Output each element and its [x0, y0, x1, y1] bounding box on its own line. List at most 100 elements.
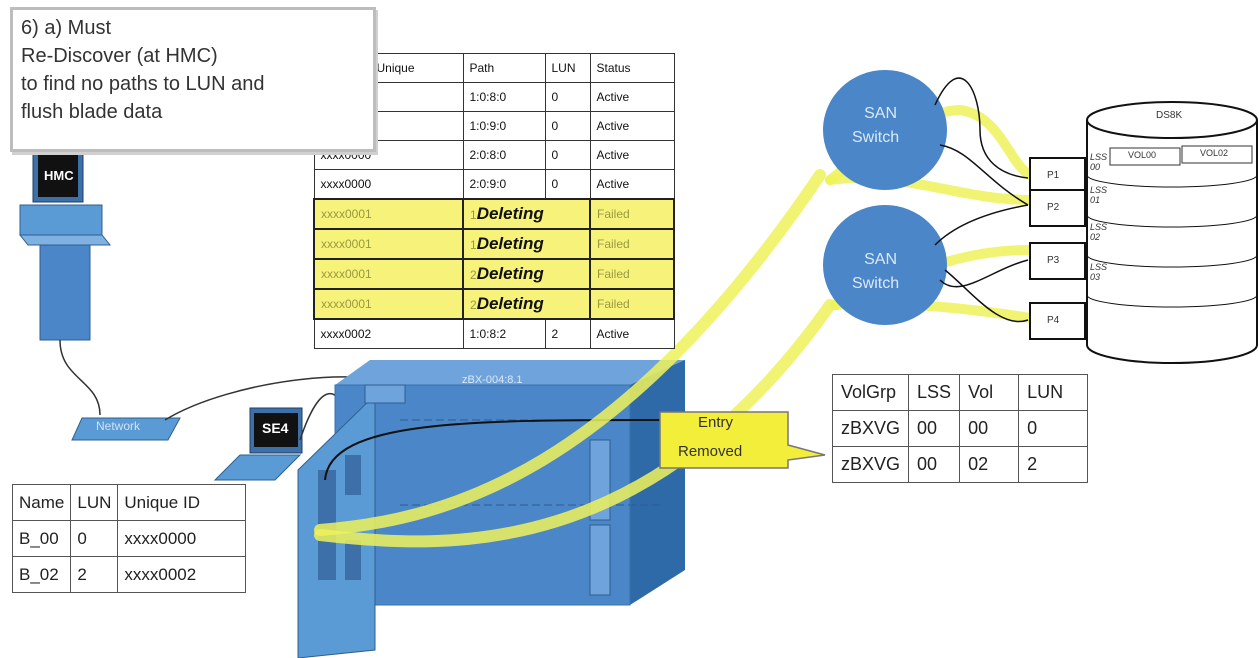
table-cell: xxxx0000	[117, 520, 247, 557]
table-cell: xxxx0002	[117, 556, 247, 593]
status-cell: Active	[589, 111, 675, 141]
lun-cell: 0	[544, 140, 591, 170]
se4-label: SE4	[262, 420, 289, 436]
table-cell: 0	[1018, 410, 1089, 447]
table-row-failed: xxxx0001 2Deleting Failed	[313, 258, 675, 290]
network-switch-icon	[71, 417, 181, 441]
path-text: 1	[470, 208, 477, 222]
status-cell: Active	[589, 82, 675, 112]
path-text: 2	[470, 268, 477, 282]
network-label: Network	[96, 419, 141, 433]
status-cell: Failed	[589, 288, 675, 320]
header-cell: LSS	[908, 374, 961, 411]
se4-laptop-icon	[213, 407, 303, 481]
status-cell: Failed	[589, 198, 675, 230]
table-cell: 00	[959, 410, 1020, 447]
table-cell: 00	[908, 446, 961, 483]
lss-label: LSS 00	[1090, 152, 1108, 172]
hmc-workstation-icon	[18, 149, 112, 341]
san-label-line: Switch	[852, 129, 900, 146]
port-label: P1	[1047, 170, 1060, 181]
unique-cell: xxxx0001	[313, 258, 464, 290]
deleting-label: Deleting	[476, 204, 544, 223]
unique-cell: xxxx0001	[313, 288, 464, 320]
table-cell: 2	[70, 556, 119, 593]
lss-label: LSS 03	[1090, 262, 1108, 282]
port-label: P3	[1047, 255, 1060, 266]
status-cell: Active	[589, 318, 675, 349]
table-header-row: VolGrp LSS Vol LUN	[831, 374, 1089, 411]
deleting-label: Deleting	[476, 264, 544, 283]
lun-cell: 0	[544, 111, 591, 141]
table-cell: 02	[959, 446, 1020, 483]
status-cell: Failed	[589, 228, 675, 260]
path-cell: 1:0:9:0	[462, 111, 546, 141]
table-row-failed: xxxx0001 2Deleting Failed	[313, 288, 675, 320]
callout-line: 6) a) Must	[21, 17, 112, 39]
san-switch-1-icon	[823, 70, 947, 190]
header-cell: Status	[589, 53, 675, 83]
table-cell: 0	[70, 520, 119, 557]
vol00-label: VOL00	[1128, 150, 1157, 160]
lun-cell: 0	[544, 82, 591, 112]
entry-removed-line2: Removed	[678, 443, 743, 460]
table-cell: 00	[908, 410, 961, 447]
san-label-line: SAN	[864, 251, 898, 268]
san-switch-2-label: SAN Switch	[852, 248, 899, 296]
status-cell: Active	[589, 140, 675, 170]
table-row: zBXVG 00 00 0	[831, 410, 1089, 447]
unique-cell: xxxx0000	[313, 169, 464, 200]
path-cell: 2Deleting	[462, 288, 591, 320]
san-switch-1-label: SAN Switch	[852, 102, 899, 150]
path-cell: 2:0:8:0	[462, 140, 546, 170]
header-cell: LUN	[70, 484, 119, 521]
status-cell: Active	[589, 169, 675, 200]
table-cell: zBXVG	[831, 446, 910, 483]
entry-removed-callout	[659, 411, 826, 469]
path-text: 1	[470, 238, 477, 252]
unique-cell: xxxx0001	[313, 228, 464, 260]
callout-line: to find no paths to LUN and	[21, 73, 265, 95]
table-row: B_02 2 xxxx0002	[11, 556, 247, 593]
san-switch-2-icon	[823, 205, 947, 325]
port-label: P4	[1047, 315, 1060, 326]
lun-cell: 2	[544, 318, 591, 349]
status-cell: Failed	[589, 258, 675, 290]
path-cell: 2Deleting	[462, 258, 591, 290]
path-cell: 1:0:8:0	[462, 82, 546, 112]
table-row: xxxx0000 2:0:9:0 0 Active	[313, 169, 675, 200]
callout-line: flush blade data	[21, 101, 163, 123]
header-cell: Vol	[959, 374, 1020, 411]
table-cell: zBXVG	[831, 410, 910, 447]
entry-removed-line1: Entry	[698, 414, 734, 431]
header-cell: Name	[11, 484, 72, 521]
table-cell: B_00	[11, 520, 72, 557]
ds8k-storage-icon	[1029, 101, 1258, 364]
table-row-failed: xxxx0001 1Deleting Failed	[313, 228, 675, 260]
instruction-callout: 6) a) Must Re-Discover (at HMC) to find …	[10, 7, 376, 152]
lun-cell: 0	[544, 169, 591, 200]
san-label-line: SAN	[864, 105, 898, 122]
ds8k-label: DS8K	[1156, 110, 1183, 121]
header-cell: Path	[462, 53, 546, 83]
header-cell: Unique ID	[117, 484, 247, 521]
vol02-label: VOL02	[1200, 148, 1229, 158]
unique-id-table: Name LUN Unique ID B_00 0 xxxx0000 B_02 …	[11, 484, 247, 593]
header-cell: VolGrp	[831, 374, 910, 411]
unique-cell: xxxx0002	[313, 318, 464, 349]
callout-line: Re-Discover (at HMC)	[21, 45, 218, 67]
header-cell: LUN	[544, 53, 591, 83]
table-row: xxxx0002 1:0:8:2 2 Active	[313, 318, 675, 349]
path-text: 2	[470, 298, 477, 312]
unique-cell: xxxx0001	[313, 198, 464, 230]
port-label: P2	[1047, 202, 1060, 213]
path-cell: 2:0:9:0	[462, 169, 546, 200]
path-cell: 1Deleting	[462, 228, 591, 260]
table-row: B_00 0 xxxx0000	[11, 520, 247, 557]
deleting-label: Deleting	[476, 234, 544, 253]
path-cell: 1:0:8:2	[462, 318, 546, 349]
table-cell: 2	[1018, 446, 1089, 483]
deleting-label: Deleting	[476, 294, 544, 313]
table-cell: B_02	[11, 556, 72, 593]
